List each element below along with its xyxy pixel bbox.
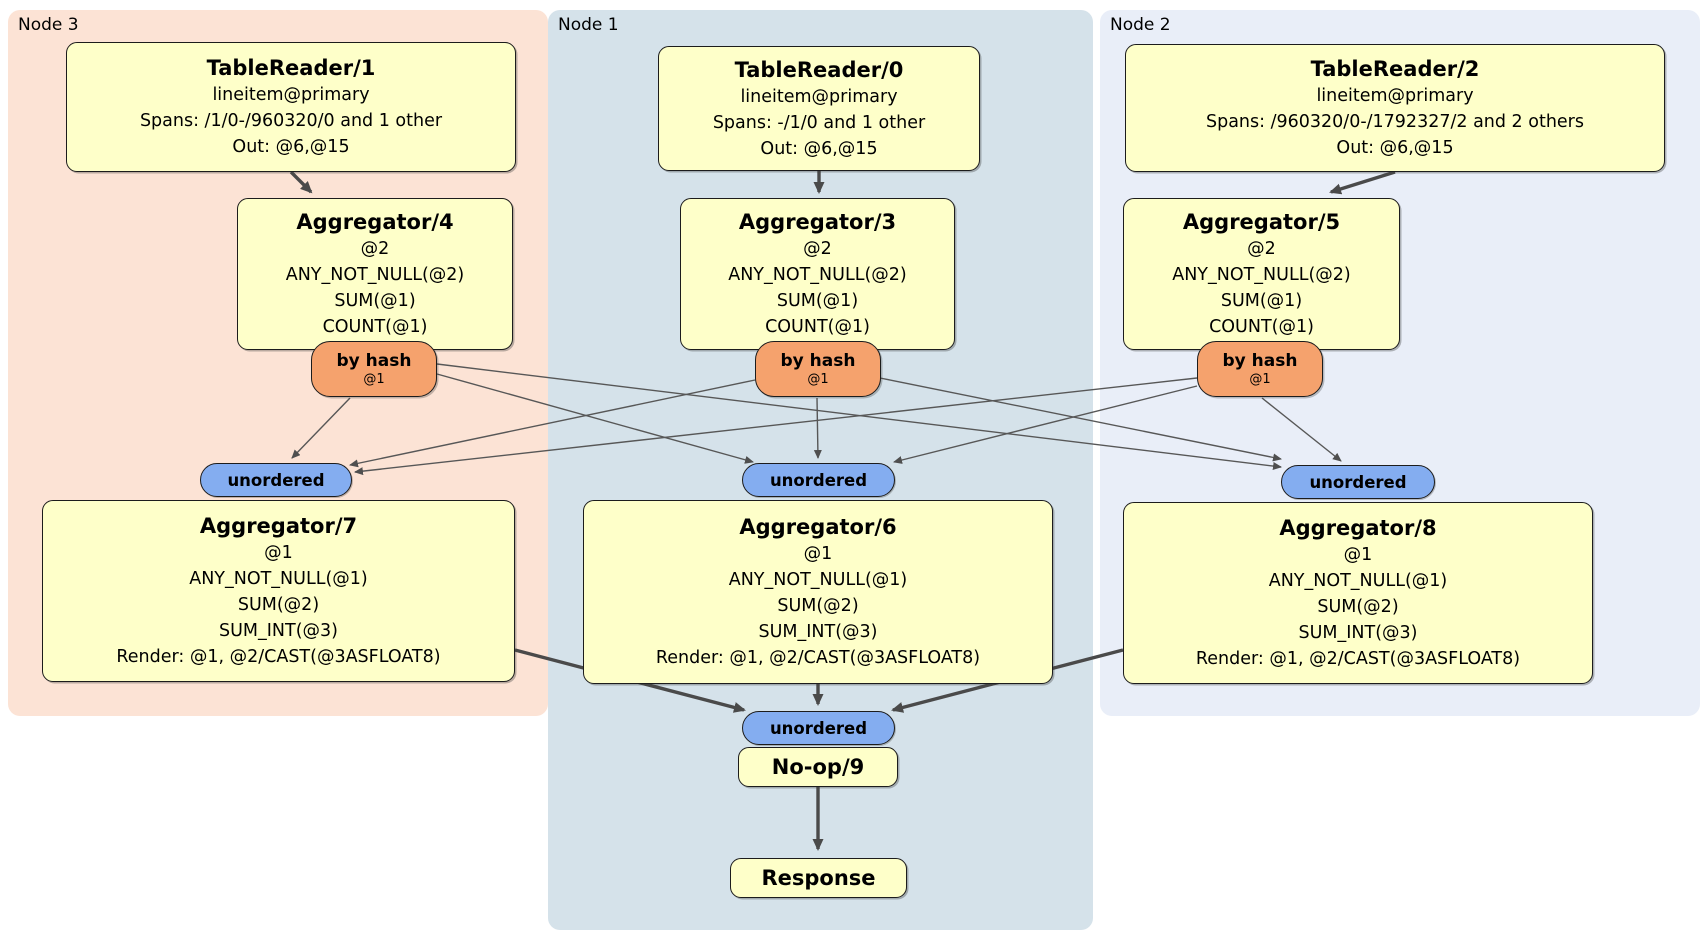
- router-label: by hash: [336, 350, 412, 371]
- processor-line: Out: @6,@15: [760, 138, 878, 159]
- processor-line: SUM_INT(@3): [758, 622, 878, 642]
- processor-line: @1: [264, 543, 293, 563]
- stream-unordered-6: unordered: [742, 463, 895, 497]
- processor-title: Response: [761, 866, 876, 890]
- processor-line: SUM(@1): [776, 291, 859, 311]
- processor-line: Spans: /960320/0-/1792327/2 and 2 others: [1205, 112, 1584, 132]
- processor-line: Spans: /1/0-/960320/0 and 1 other: [139, 111, 443, 131]
- processor-aggregator-5: Aggregator/5 @2 ANY_NOT_NULL(@2) SUM(@1)…: [1123, 198, 1400, 350]
- stream-label: unordered: [769, 470, 868, 490]
- processor-tablereader-2: TableReader/2 lineitem@primary Spans: /9…: [1125, 44, 1665, 172]
- processor-line: COUNT(@1): [1209, 317, 1314, 337]
- processor-line: Render: @1, @2/CAST(@3ASFLOAT8): [655, 648, 981, 668]
- processor-line: SUM(@2): [1317, 597, 1399, 617]
- router-by-hash-3: by hash @1: [755, 341, 881, 397]
- processor-line: lineitem@primary: [212, 85, 370, 105]
- stream-unordered-7: unordered: [200, 463, 352, 497]
- processor-line: SUM(@1): [1220, 291, 1303, 311]
- region-node-1-label: Node 1: [558, 15, 619, 35]
- processor-line: SUM_INT(@3): [219, 621, 338, 641]
- processor-aggregator-8: Aggregator/8 @1 ANY_NOT_NULL(@1) SUM(@2)…: [1123, 502, 1593, 684]
- processor-line: ANY_NOT_NULL(@2): [728, 265, 907, 285]
- router-label: by hash: [1222, 350, 1298, 371]
- processor-title: Aggregator/6: [739, 515, 897, 539]
- processor-aggregator-7: Aggregator/7 @1 ANY_NOT_NULL(@1) SUM(@2)…: [42, 500, 515, 682]
- processor-line: @2: [803, 239, 832, 259]
- processor-tablereader-0: TableReader/0 lineitem@primary Spans: -/…: [658, 46, 980, 171]
- processor-aggregator-4: Aggregator/4 @2 ANY_NOT_NULL(@2) SUM(@1)…: [237, 198, 513, 350]
- processor-line: ANY_NOT_NULL(@1): [189, 569, 368, 589]
- router-key: @1: [363, 371, 385, 387]
- processor-aggregator-3: Aggregator/3 @2 ANY_NOT_NULL(@2) SUM(@1)…: [680, 198, 955, 350]
- processor-line: lineitem@primary: [1316, 86, 1474, 106]
- processor-tablereader-1: TableReader/1 lineitem@primary Spans: /1…: [66, 42, 516, 172]
- processor-title: TableReader/1: [206, 56, 376, 80]
- router-by-hash-4: by hash @1: [311, 341, 437, 397]
- router-key: @1: [807, 371, 829, 387]
- processor-title: TableReader/2: [1310, 57, 1480, 81]
- region-node-3-label: Node 3: [18, 15, 79, 35]
- processor-title: Aggregator/5: [1182, 210, 1341, 234]
- processor-line: COUNT(@1): [322, 317, 428, 337]
- processor-noop-9: No-op/9: [738, 747, 898, 787]
- processor-title: Aggregator/7: [199, 514, 358, 538]
- processor-line: COUNT(@1): [765, 317, 870, 337]
- processor-title: Aggregator/8: [1279, 516, 1437, 540]
- processor-aggregator-6: Aggregator/6 @1 ANY_NOT_NULL(@1) SUM(@2)…: [583, 500, 1053, 684]
- processor-line: @1: [1343, 545, 1373, 565]
- processor-title: TableReader/0: [734, 57, 904, 82]
- processor-line: Render: @1, @2/CAST(@3ASFLOAT8): [116, 647, 441, 667]
- stream-unordered-8: unordered: [1281, 465, 1435, 499]
- router-label: by hash: [780, 350, 856, 371]
- stream-label: unordered: [227, 470, 325, 490]
- processor-line: Out: @6,@15: [1336, 138, 1454, 158]
- processor-line: SUM(@1): [334, 291, 416, 311]
- processor-line: Render: @1, @2/CAST(@3ASFLOAT8): [1195, 649, 1521, 669]
- stream-unordered-9: unordered: [742, 711, 895, 745]
- processor-line: ANY_NOT_NULL(@1): [1268, 571, 1448, 591]
- processor-line: SUM(@2): [777, 596, 859, 616]
- processor-line: SUM_INT(@3): [1298, 623, 1418, 643]
- processor-line: Spans: -/1/0 and 1 other: [712, 112, 926, 133]
- processor-line: ANY_NOT_NULL(@2): [285, 265, 465, 285]
- processor-title: No-op/9: [771, 755, 865, 779]
- stream-label: unordered: [769, 718, 868, 738]
- processor-line: @1: [803, 544, 833, 564]
- processor-line: SUM(@2): [237, 595, 320, 615]
- processor-response: Response: [730, 858, 907, 898]
- processor-line: lineitem@primary: [740, 86, 898, 107]
- processor-line: ANY_NOT_NULL(@1): [728, 570, 908, 590]
- router-key: @1: [1249, 371, 1271, 387]
- region-node-2-label: Node 2: [1110, 15, 1171, 35]
- processor-line: ANY_NOT_NULL(@2): [1172, 265, 1351, 285]
- processor-line: @2: [360, 239, 390, 259]
- processor-title: Aggregator/3: [738, 210, 897, 234]
- processor-line: @2: [1247, 239, 1276, 259]
- processor-title: Aggregator/4: [296, 210, 454, 234]
- stream-label: unordered: [1309, 472, 1407, 492]
- router-by-hash-5: by hash @1: [1197, 341, 1323, 397]
- processor-line: Out: @6,@15: [232, 137, 350, 157]
